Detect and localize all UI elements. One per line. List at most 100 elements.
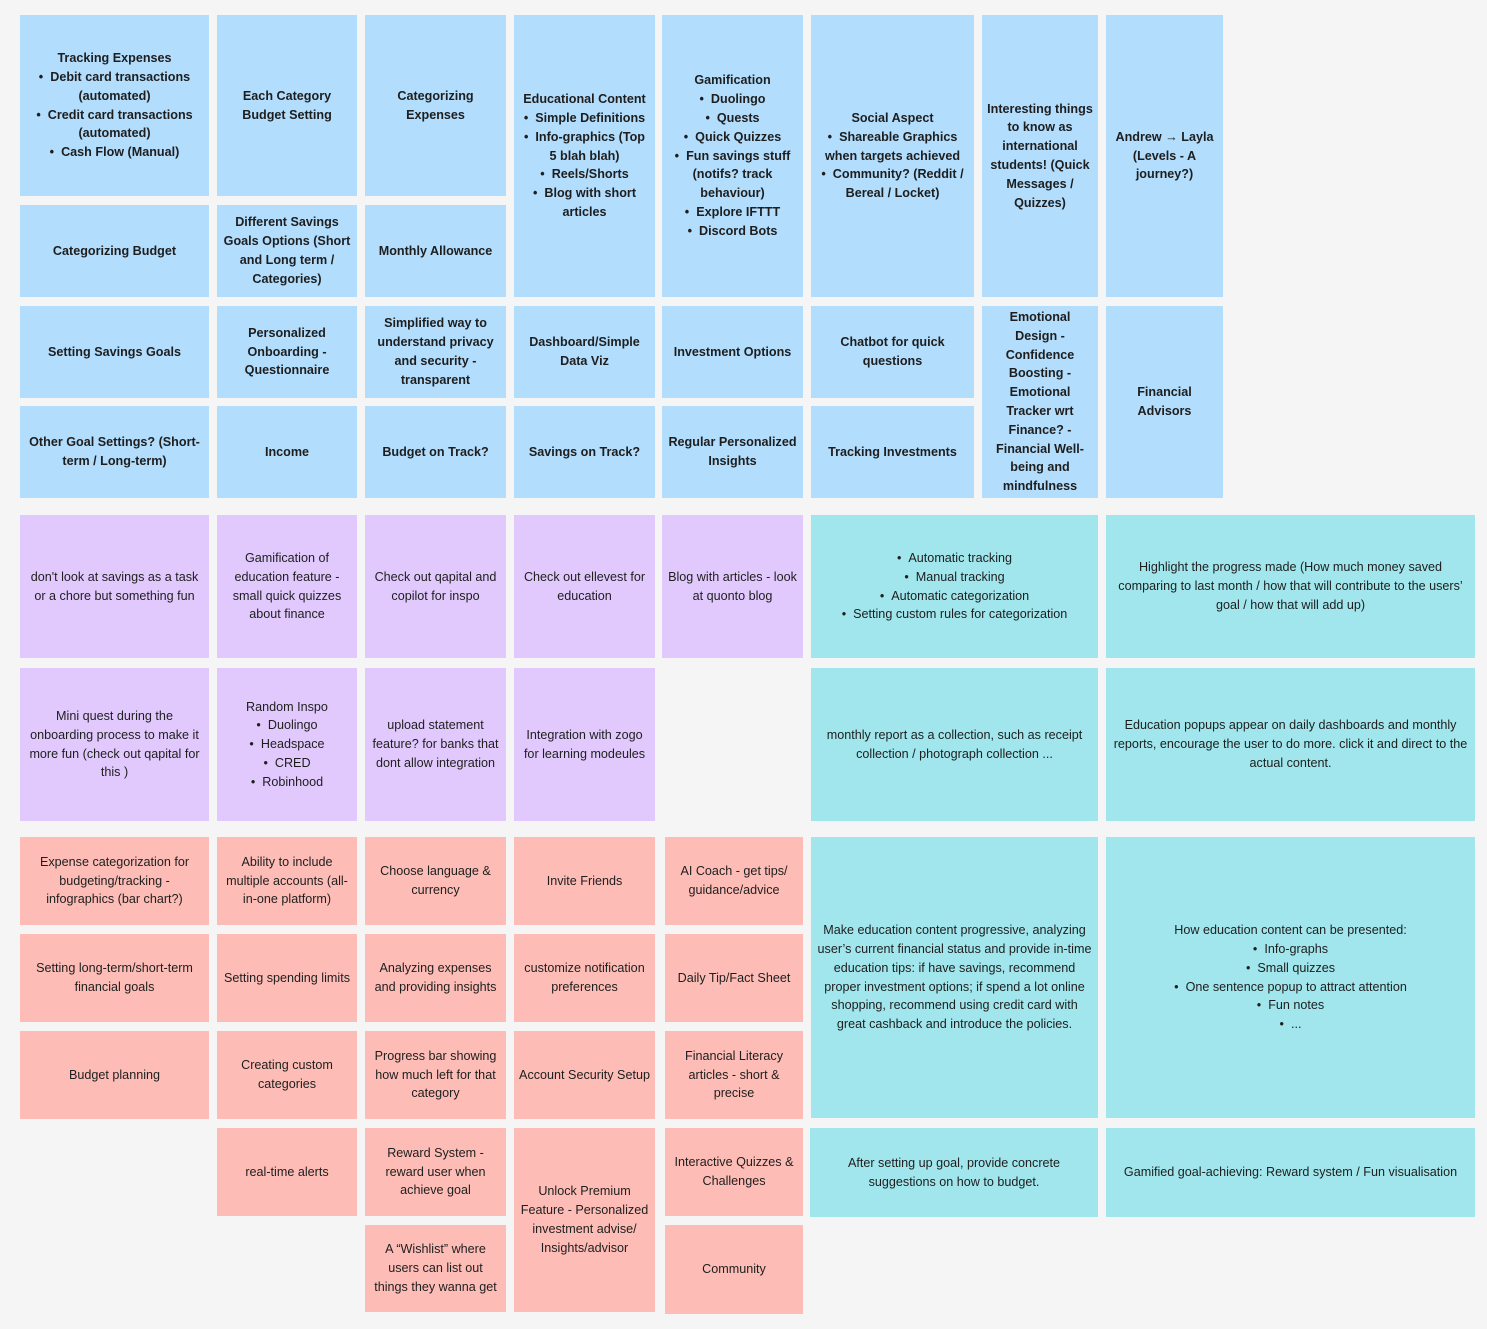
sticky-note-investment-options[interactable]: Investment Options [662, 306, 803, 398]
sticky-note-monthly-report[interactable]: monthly report as a collection, such as … [811, 668, 1098, 821]
sticky-note-categorizing-expenses[interactable]: Categorizing Expenses [365, 15, 506, 196]
sticky-note-wishlist[interactable]: A “Wishlist” where users can list out th… [365, 1225, 506, 1312]
sticky-note-gamified-goal[interactable]: Gamified goal-achieving: Reward system /… [1106, 1128, 1475, 1217]
note-bullet-list: Debit card transactions (automated)Credi… [25, 68, 204, 162]
sticky-note-multiple-accounts[interactable]: Ability to include multiple accounts (al… [217, 837, 357, 925]
sticky-note-budget-suggestions[interactable]: After setting up goal, provide concrete … [810, 1128, 1098, 1217]
sticky-note-analyzing-expenses[interactable]: Analyzing expenses and providing insight… [365, 934, 506, 1022]
note-text: Interesting things to know as internatio… [987, 101, 1093, 210]
sticky-note-andrew-layla[interactable]: Andrew → Layla (Levels - A journey?) [1106, 15, 1223, 297]
note-content: Ability to include multiple accounts (al… [222, 853, 352, 909]
sticky-note-upload-statement[interactable]: upload statement feature? for banks that… [365, 668, 506, 821]
sticky-note-custom-categories[interactable]: Creating custom categories [217, 1031, 357, 1119]
sticky-note-each-category-budget[interactable]: Each Category Budget Setting [217, 15, 357, 196]
note-text: Chatbot for quick questions [840, 335, 945, 368]
sticky-note-progressive-education[interactable]: Make education content progressive, anal… [811, 837, 1098, 1118]
sticky-note-mini-quest[interactable]: Mini quest during the onboarding process… [20, 668, 209, 821]
note-heading: Social Aspect [851, 111, 934, 125]
sticky-note-real-time-alerts[interactable]: real-time alerts [217, 1128, 357, 1216]
sticky-note-qapital-copilot[interactable]: Check out qapital and copilot for inspo [365, 515, 506, 658]
sticky-note-unlock-premium[interactable]: Unlock Premium Feature - Personalized in… [514, 1128, 655, 1312]
sticky-note-random-inspo[interactable]: Random InspoDuolingoHeadspaceCREDRobinho… [217, 668, 357, 821]
sticky-note-savings-goals-options[interactable]: Different Savings Goals Options (Short a… [217, 205, 357, 297]
note-bullet: Cash Flow (Manual) [25, 143, 204, 162]
sticky-note-chatbot[interactable]: Chatbot for quick questions [811, 306, 974, 398]
note-heading: Educational Content [523, 92, 646, 107]
note-text: Simplified way to understand privacy and… [377, 316, 494, 387]
note-bullet: Info-graphs [1111, 940, 1470, 959]
note-content: Each Category Budget Setting [222, 87, 352, 125]
sticky-note-budget-on-track[interactable]: Budget on Track? [365, 406, 506, 498]
sticky-note-financial-literacy[interactable]: Financial Literacy articles - short & pr… [665, 1031, 803, 1119]
note-content: Invite Friends [519, 872, 650, 891]
note-text: Reward System - reward user when achieve… [385, 1145, 486, 1198]
note-bullet: Debit card transactions (automated) [25, 68, 204, 106]
note-text: don't look at savings as a task or a cho… [30, 569, 199, 603]
sticky-note-categorizing-budget[interactable]: Categorizing Budget [20, 205, 209, 297]
sticky-note-progress-bar[interactable]: Progress bar showing how much left for t… [365, 1031, 506, 1119]
sticky-note-personalized-onboarding[interactable]: Personalized Onboarding - Questionnaire [217, 306, 357, 398]
note-content: Interactive Quizzes & Challenges [670, 1153, 798, 1191]
note-bullet: Fun notes [1111, 996, 1470, 1015]
sticky-note-setting-savings-goals[interactable]: Setting Savings Goals [20, 306, 209, 398]
sticky-note-account-security[interactable]: Account Security Setup [514, 1031, 655, 1119]
note-content: Income [222, 443, 352, 462]
sticky-note-tracking-investments[interactable]: Tracking Investments [811, 406, 974, 498]
note-content: Andrew → Layla (Levels - A journey?) [1111, 128, 1218, 184]
note-bullet: Simple Definitions [519, 109, 650, 128]
note-text: AI Coach - get tips/ guidance/advice [680, 864, 788, 897]
note-content: Setting spending limits [222, 969, 352, 988]
sticky-note-monthly-allowance[interactable]: Monthly Allowance [365, 205, 506, 297]
sticky-note-ai-coach[interactable]: AI Coach - get tips/ guidance/advice [665, 837, 803, 925]
note-content: Check out qapital and copilot for inspo [370, 568, 501, 606]
sticky-note-savings-on-track[interactable]: Savings on Track? [514, 406, 655, 498]
sticky-note-education-presentation[interactable]: How education content can be presented:I… [1106, 837, 1475, 1118]
sticky-note-zogo[interactable]: Integration with zogo for learning modeu… [514, 668, 655, 821]
note-text: Setting long-term/short-term financial g… [36, 961, 193, 994]
note-content: Automatic trackingManual trackingAutomat… [816, 549, 1093, 624]
note-bullet: Shareable Graphics when targets achieved [816, 128, 969, 166]
note-content: Setting long-term/short-term financial g… [25, 959, 204, 997]
sticky-note-regular-insights[interactable]: Regular Personalized Insights [662, 406, 803, 498]
sticky-note-income[interactable]: Income [217, 406, 357, 498]
sticky-note-privacy-security[interactable]: Simplified way to understand privacy and… [365, 306, 506, 398]
sticky-note-notification-prefs[interactable]: customize notification preferences [514, 934, 655, 1022]
note-text: Categorizing Budget [52, 243, 177, 258]
sticky-note-savings-fun[interactable]: don't look at savings as a task or a cho… [20, 515, 209, 658]
sticky-note-language-currency[interactable]: Choose language & currency [365, 837, 506, 925]
note-text: real-time alerts [245, 1164, 329, 1179]
note-text: Highlight the progress made (How much mo… [1118, 560, 1463, 612]
note-text: After setting up goal, provide concrete … [847, 1155, 1061, 1189]
sticky-note-educational-content[interactable]: Educational ContentSimple DefinitionsInf… [514, 15, 655, 297]
sticky-note-other-goal-settings[interactable]: Other Goal Settings? (Short-term / Long-… [20, 406, 209, 498]
sticky-note-tracking-methods[interactable]: Automatic trackingManual trackingAutomat… [811, 515, 1098, 658]
sticky-note-spending-limits[interactable]: Setting spending limits [217, 934, 357, 1022]
sticky-note-financial-advisors[interactable]: Financial Advisors [1106, 306, 1223, 498]
note-text: Setting Savings Goals [48, 344, 181, 359]
sticky-note-daily-tip[interactable]: Daily Tip/Fact Sheet [665, 934, 803, 1022]
sticky-note-gamification[interactable]: GamificationDuolingoQuestsQuick QuizzesF… [662, 15, 803, 297]
note-content: AI Coach - get tips/ guidance/advice [670, 862, 798, 900]
sticky-note-ellevest[interactable]: Check out ellevest for education [514, 515, 655, 658]
sticky-note-education-popups[interactable]: Education popups appear on daily dashboa… [1106, 668, 1475, 821]
sticky-note-international-students[interactable]: Interesting things to know as internatio… [982, 15, 1098, 297]
sticky-note-dashboard-data-viz[interactable]: Dashboard/Simple Data Viz [514, 306, 655, 398]
sticky-note-tracking-expenses[interactable]: Tracking ExpensesDebit card transactions… [20, 15, 209, 196]
sticky-note-social-aspect[interactable]: Social AspectShareable Graphics when tar… [811, 15, 974, 297]
sticky-note-gamification-education[interactable]: Gamification of education feature - smal… [217, 515, 357, 658]
sticky-note-highlight-progress[interactable]: Highlight the progress made (How much mo… [1106, 515, 1475, 658]
note-content: Analyzing expenses and providing insight… [370, 959, 501, 997]
sticky-note-budget-planning[interactable]: Budget planning [20, 1031, 209, 1119]
sticky-note-quonto-blog[interactable]: Blog with articles - look at quonto blog [662, 515, 803, 658]
note-bullet: Credit card transactions (automated) [25, 106, 204, 144]
sticky-note-emotional-design[interactable]: Emotional Design - Confidence Boosting -… [982, 306, 1098, 498]
sticky-note-long-short-goals[interactable]: Setting long-term/short-term financial g… [20, 934, 209, 1022]
sticky-note-reward-system[interactable]: Reward System - reward user when achieve… [365, 1128, 506, 1216]
sticky-note-community[interactable]: Community [665, 1225, 803, 1314]
sticky-note-expense-categorization[interactable]: Expense categorization for budgeting/tra… [20, 837, 209, 925]
note-content: Mini quest during the onboarding process… [25, 707, 204, 782]
note-content: Random InspoDuolingoHeadspaceCREDRobinho… [222, 698, 352, 792]
sticky-note-invite-friends[interactable]: Invite Friends [514, 837, 655, 925]
sticky-note-interactive-quizzes[interactable]: Interactive Quizzes & Challenges [665, 1128, 803, 1216]
